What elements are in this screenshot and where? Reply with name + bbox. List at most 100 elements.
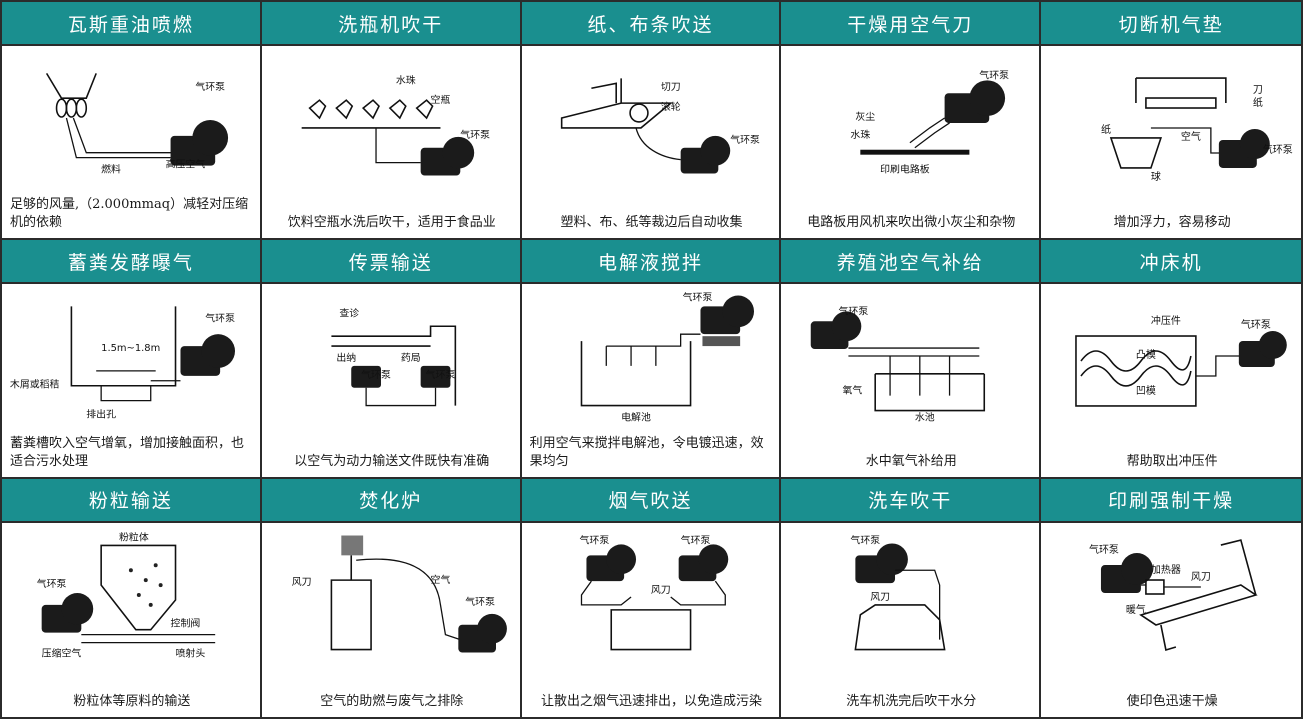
panel-caption: 水中氧气补给用 <box>865 453 957 469</box>
diagram: 气环泵 加热器 风刀 暖气 <box>1041 525 1301 665</box>
panel-title: 烟气吹送 <box>521 478 780 523</box>
svg-text:滚轮: 滚轮 <box>660 100 680 113</box>
svg-text:切刀: 切刀 <box>660 81 680 93</box>
svg-text:气环泵: 气环泵 <box>37 577 67 590</box>
diagram: 风刀 空气 气环泵 <box>262 525 520 665</box>
svg-text:水珠: 水珠 <box>851 128 871 141</box>
svg-text:气环泵: 气环泵 <box>680 533 710 546</box>
svg-text:加热器: 加热器 <box>1151 563 1181 576</box>
panel-powder-transport: 粉粒输送 粉粒体 气环泵 控制阀 压缩空气 喷射头 粉粒体等原料的输送 <box>2 478 262 717</box>
diagram: 气环泵 电解池 <box>522 286 780 426</box>
panel-print-forced-drying: 印刷强制干燥 气环泵 加热器 风刀 暖气 使印色迅速干燥 <box>1041 478 1301 717</box>
diagram: 水珠 空瓶 气环泵 <box>262 48 520 188</box>
panel-caption: 让散出之烟气迅速排出，以免造成污染 <box>540 693 762 709</box>
svg-text:控制阀: 控制阀 <box>171 616 201 629</box>
svg-text:风刀: 风刀 <box>871 591 891 603</box>
panel-title: 冲床机 <box>1041 240 1301 285</box>
panel-manure-aeration: 蓄粪发酵曝气 气环泵 1.5m~1.8m 木屑或稻秸 排出孔 蓄粪槽吹入空气增氧… <box>2 240 262 479</box>
svg-text:气环泵: 气环泵 <box>195 80 225 93</box>
panel-document-transport: 传票输送 查诊 出纳 药局 气环泵 气环泵 以空气为动力输送文件既快有准确 <box>261 240 522 479</box>
panel-title: 电解液搅拌 <box>521 240 780 285</box>
panel-caption: 空气的助燃与废气之排除 <box>320 693 464 709</box>
panel-paper-cloth-feed: 纸、布条吹送 切刀 滚轮 气环泵 塑料、布、纸等裁边后自动收集 <box>521 2 782 241</box>
svg-text:气环泵: 气环泵 <box>579 533 609 546</box>
svg-text:气环泵: 气环泵 <box>361 368 391 381</box>
svg-text:气环泵: 气环泵 <box>980 68 1010 81</box>
svg-text:气环泵: 气环泵 <box>205 312 235 325</box>
svg-text:气环泵: 气环泵 <box>460 128 490 141</box>
panel-cutter-air-cushion: 切断机气垫 刀 纸 纸 空气 球 气环泵 增加浮力，容易移动 <box>1041 2 1301 241</box>
diagram: 气环泵 气环泵 风刀 <box>522 525 780 665</box>
panel-gas-heavy-oil: 瓦斯重油喷燃 气环泵 燃料 高压空气 足够的风量,（2.000mmaq）减轻对压… <box>2 2 262 241</box>
panel-title: 洗车吹干 <box>781 478 1040 523</box>
svg-text:纸: 纸 <box>1101 123 1111 136</box>
panel-title: 瓦斯重油喷燃 <box>2 2 260 46</box>
panel-incinerator: 焚化炉 风刀 空气 气环泵 空气的助燃与废气之排除 <box>261 478 522 717</box>
diagram: 粉粒体 气环泵 控制阀 压缩空气 喷射头 <box>2 525 260 665</box>
svg-text:查诊: 查诊 <box>339 307 359 320</box>
svg-text:灰尘: 灰尘 <box>856 110 876 123</box>
svg-text:风刀: 风刀 <box>650 584 670 596</box>
svg-text:气环泵: 气环泵 <box>839 305 869 318</box>
svg-text:水珠: 水珠 <box>396 73 416 86</box>
svg-text:燃料: 燃料 <box>101 163 121 176</box>
svg-text:气环泵: 气环泵 <box>465 595 495 608</box>
panel-caption: 增加浮力，容易移动 <box>1113 215 1231 231</box>
svg-text:压缩空气: 压缩空气 <box>42 646 82 659</box>
panel-title: 干燥用空气刀 <box>781 2 1040 46</box>
svg-text:印刷电路板: 印刷电路板 <box>881 163 931 176</box>
svg-text:球: 球 <box>1151 170 1161 183</box>
svg-text:高压空气: 高压空气 <box>166 158 206 171</box>
svg-text:空瓶: 空瓶 <box>430 93 450 106</box>
svg-text:凸模: 凸模 <box>1136 349 1156 361</box>
svg-text:喷射头: 喷射头 <box>176 647 206 659</box>
panel-title: 传票输送 <box>261 240 520 285</box>
svg-text:空气: 空气 <box>1181 130 1201 143</box>
diagram: 刀 纸 纸 空气 球 气环泵 <box>1041 48 1301 188</box>
svg-text:刀: 刀 <box>1253 85 1263 96</box>
svg-text:排出孔: 排出孔 <box>86 408 116 421</box>
svg-text:气环泵: 气环泵 <box>851 533 881 546</box>
panel-title: 焚化炉 <box>261 478 520 523</box>
svg-text:氧气: 氧气 <box>843 384 863 397</box>
svg-text:1.5m~1.8m: 1.5m~1.8m <box>101 343 160 354</box>
panel-title: 蓄粪发酵曝气 <box>2 240 260 285</box>
panel-caption: 塑料、布、纸等裁边后自动收集 <box>560 215 743 231</box>
panel-electrolyte-agitation: 电解液搅拌 气环泵 电解池 利用空气来搅拌电解池，令电镀迅速，效果均匀 <box>521 240 782 479</box>
panel-air-knife-drying: 干燥用空气刀 气环泵 灰尘 水珠 印刷电路板 电路板用风机来吹出微小灰尘和杂物 <box>781 2 1042 241</box>
panel-title: 养殖池空气补给 <box>781 240 1040 285</box>
panel-caption: 以空气为动力输送文件既快有准确 <box>294 453 490 469</box>
diagram: 气环泵 氧气 水池 <box>781 286 1039 426</box>
svg-text:出纳: 出纳 <box>336 351 356 364</box>
diagram: 气环泵 1.5m~1.8m 木屑或稻秸 排出孔 <box>2 286 260 426</box>
panel-title: 纸、布条吹送 <box>521 2 780 46</box>
panel-car-wash-dryer: 洗车吹干 气环泵 风刀 洗车机洗完后吹干水分 <box>781 478 1042 717</box>
panel-title: 洗瓶机吹干 <box>261 2 520 46</box>
svg-text:粉粒体: 粉粒体 <box>119 530 149 543</box>
panel-caption: 利用空气来搅拌电解池，令电镀迅速，效果均匀 <box>529 435 764 469</box>
panel-title: 印刷强制干燥 <box>1041 478 1301 523</box>
panel-caption: 粉粒体等原料的输送 <box>73 693 191 709</box>
panel-bottle-dryer: 洗瓶机吹干 水珠 空瓶 气环泵 饮料空瓶水洗后吹干，适用于食品业 <box>261 2 522 241</box>
diagram: 气环泵 燃料 高压空气 <box>2 48 260 188</box>
svg-text:气环泵: 气环泵 <box>425 368 455 381</box>
svg-text:气环泵: 气环泵 <box>1263 143 1293 156</box>
svg-text:冲压件: 冲压件 <box>1151 314 1181 327</box>
svg-text:气环泵: 气环泵 <box>730 133 760 146</box>
panel-caption: 洗车机洗完后吹干水分 <box>846 693 977 709</box>
panel-caption: 饮料空瓶水洗后吹干，适用于食品业 <box>287 215 496 231</box>
panel-caption: 帮助取出冲压件 <box>1126 453 1218 469</box>
svg-text:暖气: 暖气 <box>1126 603 1146 616</box>
panel-aquaculture-air: 养殖池空气补给 气环泵 氧气 水池 水中氧气补给用 <box>781 240 1042 479</box>
panel-title: 粉粒输送 <box>2 478 260 523</box>
svg-text:水池: 水池 <box>915 411 935 424</box>
diagram: 气环泵 风刀 <box>781 525 1039 665</box>
diagram: 切刀 滚轮 气环泵 <box>522 48 780 188</box>
svg-text:风刀: 风刀 <box>292 576 312 588</box>
panel-flue-gas-blowing: 烟气吹送 气环泵 气环泵 风刀 让散出之烟气迅速排出，以免造成污染 <box>521 478 782 717</box>
svg-text:纸: 纸 <box>1253 96 1263 109</box>
panel-caption: 足够的风量,（2.000mmaq）减轻对压缩机的依赖 <box>10 197 249 231</box>
panel-caption: 使印色迅速干燥 <box>1126 693 1218 709</box>
svg-text:气环泵: 气环泵 <box>1241 318 1271 331</box>
